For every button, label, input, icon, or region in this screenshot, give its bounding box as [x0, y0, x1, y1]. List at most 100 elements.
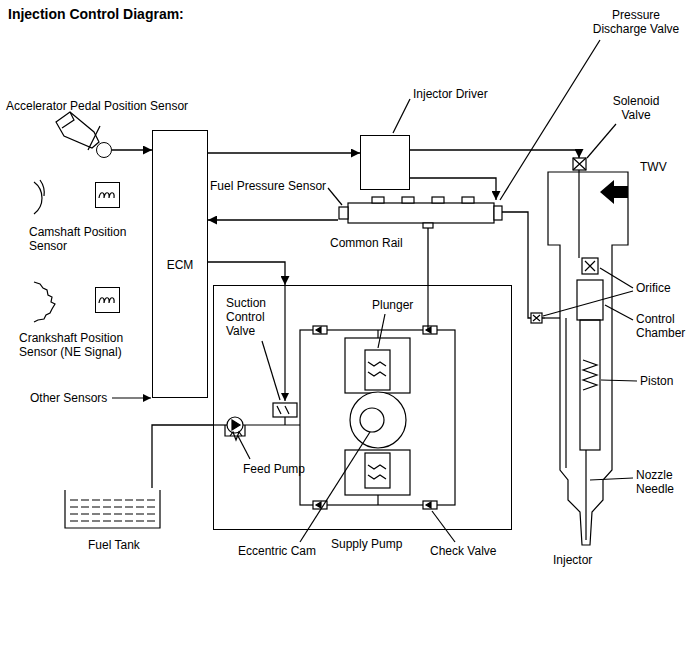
part-label: Check Valve [430, 544, 496, 558]
supply-pump-internals [360, 408, 384, 432]
node-label: Supply Pump [331, 537, 402, 551]
crankshaft-symbol [34, 282, 114, 322]
sensor-box: Camshaft Position Sensor [95, 182, 120, 208]
node-label: Accelerator Pedal Position Sensor [6, 99, 188, 113]
suction-valve-feed [284, 285, 285, 401]
node-label: Crankshaft Position Sensor (NE Signal) [19, 331, 144, 359]
fuel-tank-body [70, 499, 155, 500]
leader-lines [328, 188, 342, 205]
supply-pump-internals [284, 417, 285, 425]
part-label: Orifice [636, 281, 671, 295]
leader-lines [432, 511, 455, 542]
injector-body [573, 158, 586, 170]
node-label: ECM [153, 258, 207, 272]
injector-body [565, 318, 566, 468]
part-label: Other Sensors [30, 391, 107, 405]
injector-body [531, 313, 542, 323]
fuel-tank-body [65, 490, 160, 528]
leader-lines [500, 40, 600, 200]
supply-pump-internals [345, 338, 410, 393]
camshaft-symbol [34, 182, 42, 214]
supply-pump-internals [243, 424, 300, 425]
part-label: Eccentric Cam [238, 544, 316, 558]
supply-pump-internals [225, 425, 245, 436]
injector-body [548, 172, 628, 545]
supply-pump-internals [273, 403, 297, 417]
part-label: Nozzle Needle [636, 468, 686, 496]
supply-pump-internals [300, 330, 455, 505]
leader-lines [600, 268, 633, 288]
node-label: Common Rail [330, 236, 403, 250]
part-label: Solenoid Valve [606, 94, 666, 122]
leader-lines [238, 40, 637, 542]
common-rail: Common Rail [338, 200, 502, 226]
crankshaft-symbol [99, 298, 114, 303]
part-label: Pressure Discharge Valve [586, 8, 686, 36]
supply-pump-internals [277, 406, 289, 414]
fuel-tank: Fuel Tank [65, 488, 160, 528]
crankshaft-symbol [34, 282, 55, 322]
part-label: Control Chamber [636, 312, 688, 340]
connector [427, 226, 428, 285]
common-rail-body [423, 223, 433, 228]
part-label: Plunger [372, 298, 413, 312]
injector-body [573, 158, 586, 170]
supply-pump-internals [427, 285, 428, 330]
fuel-tank-body [65, 490, 160, 528]
fuel-tank-body [70, 520, 155, 521]
leader-lines [378, 314, 385, 348]
part-label: Feed Pump [243, 462, 305, 476]
other-sensors-arrow [112, 397, 151, 398]
leader-lines [601, 380, 637, 381]
leader-lines [605, 305, 633, 320]
injector-body [545, 317, 560, 318]
camshaft-symbol [99, 193, 114, 198]
connector [410, 178, 496, 200]
node-label: Injector Driver [413, 87, 488, 101]
common-rail-body [372, 197, 384, 203]
part-label: Suction Control Valve [226, 296, 278, 338]
connector [208, 262, 285, 285]
supply-pump-internals [365, 453, 390, 488]
leader-lines [238, 436, 250, 459]
supply-pump-internals [368, 362, 386, 376]
camshaft-symbol [40, 180, 44, 196]
suction-valve-feed [284, 285, 285, 401]
connector [502, 212, 545, 318]
injector-body [583, 360, 597, 390]
common-rail-body [432, 197, 444, 203]
diagram-title: Injection Control Diagram: [8, 6, 184, 22]
common-rail-body [348, 203, 494, 223]
injector-body [578, 170, 579, 258]
connector [208, 219, 338, 220]
connector [152, 425, 213, 488]
injector-body [582, 258, 598, 274]
leader-lines [262, 341, 280, 400]
node-label: Fuel Tank [88, 538, 140, 552]
supply-pump-internals [368, 465, 386, 479]
accelerator-pedal [88, 126, 100, 150]
connector [112, 149, 152, 150]
injector-body [600, 180, 628, 204]
accelerator-pedal [56, 112, 100, 150]
fuel-tank-body [70, 506, 155, 507]
accelerator-pedal [62, 112, 74, 128]
injector-body [585, 450, 586, 540]
injector-body [585, 261, 595, 271]
camshaft-symbol [34, 180, 114, 214]
ecm-box: ECM [152, 130, 208, 398]
accelerator-pedal [56, 112, 99, 148]
part-label: Piston [640, 374, 673, 388]
supply-pump-internals [316, 327, 431, 508]
supply-pump-internals [365, 350, 390, 390]
leader-lines [300, 432, 370, 542]
part-label: TWV [640, 160, 667, 174]
supply-pump-internals [230, 432, 242, 440]
supply-pump-internals [227, 417, 243, 433]
connector [208, 152, 360, 153]
fuel-tank-body [70, 513, 155, 514]
injector-driver-leader [393, 99, 410, 133]
part-label: Fuel Pressure Sensor [210, 179, 326, 193]
connector [410, 150, 579, 158]
